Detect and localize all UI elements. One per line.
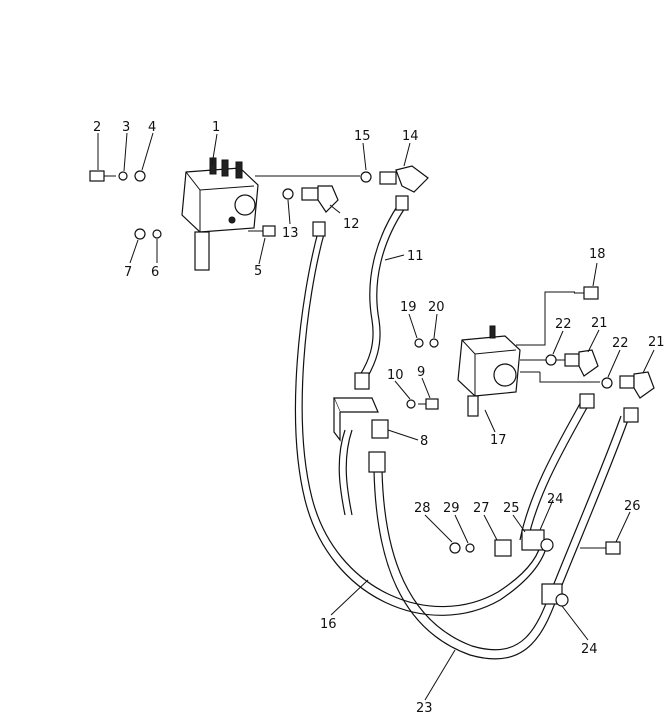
label-22-upper: 22 [555,317,572,332]
label-29: 29 [443,501,460,516]
label-18: 18 [589,247,606,262]
label-19: 19 [400,300,417,315]
label-14: 14 [402,129,419,144]
bolt-2 [89,170,116,182]
valve-assembly-1 [181,157,259,271]
nut-28 [449,542,461,554]
hose-fitting-lower-right [579,393,595,409]
clamp-24-lower [541,583,569,607]
label-21-lower: 21 [648,335,665,350]
elbow-21a [564,349,599,377]
label-13: 13 [282,226,299,241]
part-number-labels: 2 3 4 1 15 14 12 13 11 5 7 6 18 19 20 22… [93,120,665,713]
label-7: 7 [124,265,132,280]
nut-7 [134,228,146,240]
elbow-21b [619,371,655,399]
label-6: 6 [151,265,159,280]
spacer-27 [494,539,512,557]
label-8: 8 [420,434,428,449]
label-22-lower: 22 [612,336,629,351]
elbow-12 [301,185,339,213]
washer-10 [406,399,416,409]
o-ring-22b [601,377,613,389]
leader-lines [97,132,655,701]
label-3: 3 [122,120,130,135]
label-4: 4 [148,120,156,135]
label-1: 1 [212,120,220,135]
hose-fitting-23 [623,407,639,423]
label-9: 9 [417,365,425,380]
clamp-24-upper [521,529,554,552]
washer-20 [429,338,439,348]
hose-fitting-11-lower [354,372,370,390]
label-12: 12 [343,217,360,232]
hose-fitting-11 [395,195,409,211]
bracket-8 [333,397,389,442]
label-5: 5 [254,264,262,279]
leader-18 [516,291,575,346]
hose-16 [294,231,549,616]
label-17: 17 [490,433,507,448]
axis-line-17c [539,372,600,383]
hose-23 [373,415,629,660]
label-24-lower: 24 [581,642,598,657]
o-ring-13 [282,188,294,200]
nut-19 [414,338,424,348]
o-ring-22a [545,354,557,366]
hose-left-short [338,429,353,516]
nut-4 [134,170,146,182]
o-ring-15 [360,171,372,183]
label-11: 11 [407,249,424,264]
label-10: 10 [387,368,404,383]
hose-fitting-16 [312,221,326,237]
label-15: 15 [354,129,371,144]
bolt-9 [418,398,439,410]
bolt-26 [580,541,621,555]
label-24-upper: 24 [547,492,564,507]
washer-3 [118,171,128,181]
label-20: 20 [428,300,445,315]
label-28: 28 [414,501,431,516]
bolt-18 [583,286,599,300]
valve-assembly-17 [457,325,521,417]
label-21-upper: 21 [591,316,608,331]
hose-11 [359,204,406,379]
washer-29 [465,543,475,553]
label-23: 23 [416,701,433,713]
hose-lower-right [519,399,590,545]
washer-6 [152,229,162,239]
label-25: 25 [503,501,520,516]
label-27: 27 [473,501,490,516]
label-26: 26 [624,499,641,514]
bolt-5 [248,225,276,237]
label-2: 2 [93,120,101,135]
hose-fitting-23-upper [368,451,386,473]
label-16: 16 [320,617,337,632]
elbow-14 [379,165,429,193]
